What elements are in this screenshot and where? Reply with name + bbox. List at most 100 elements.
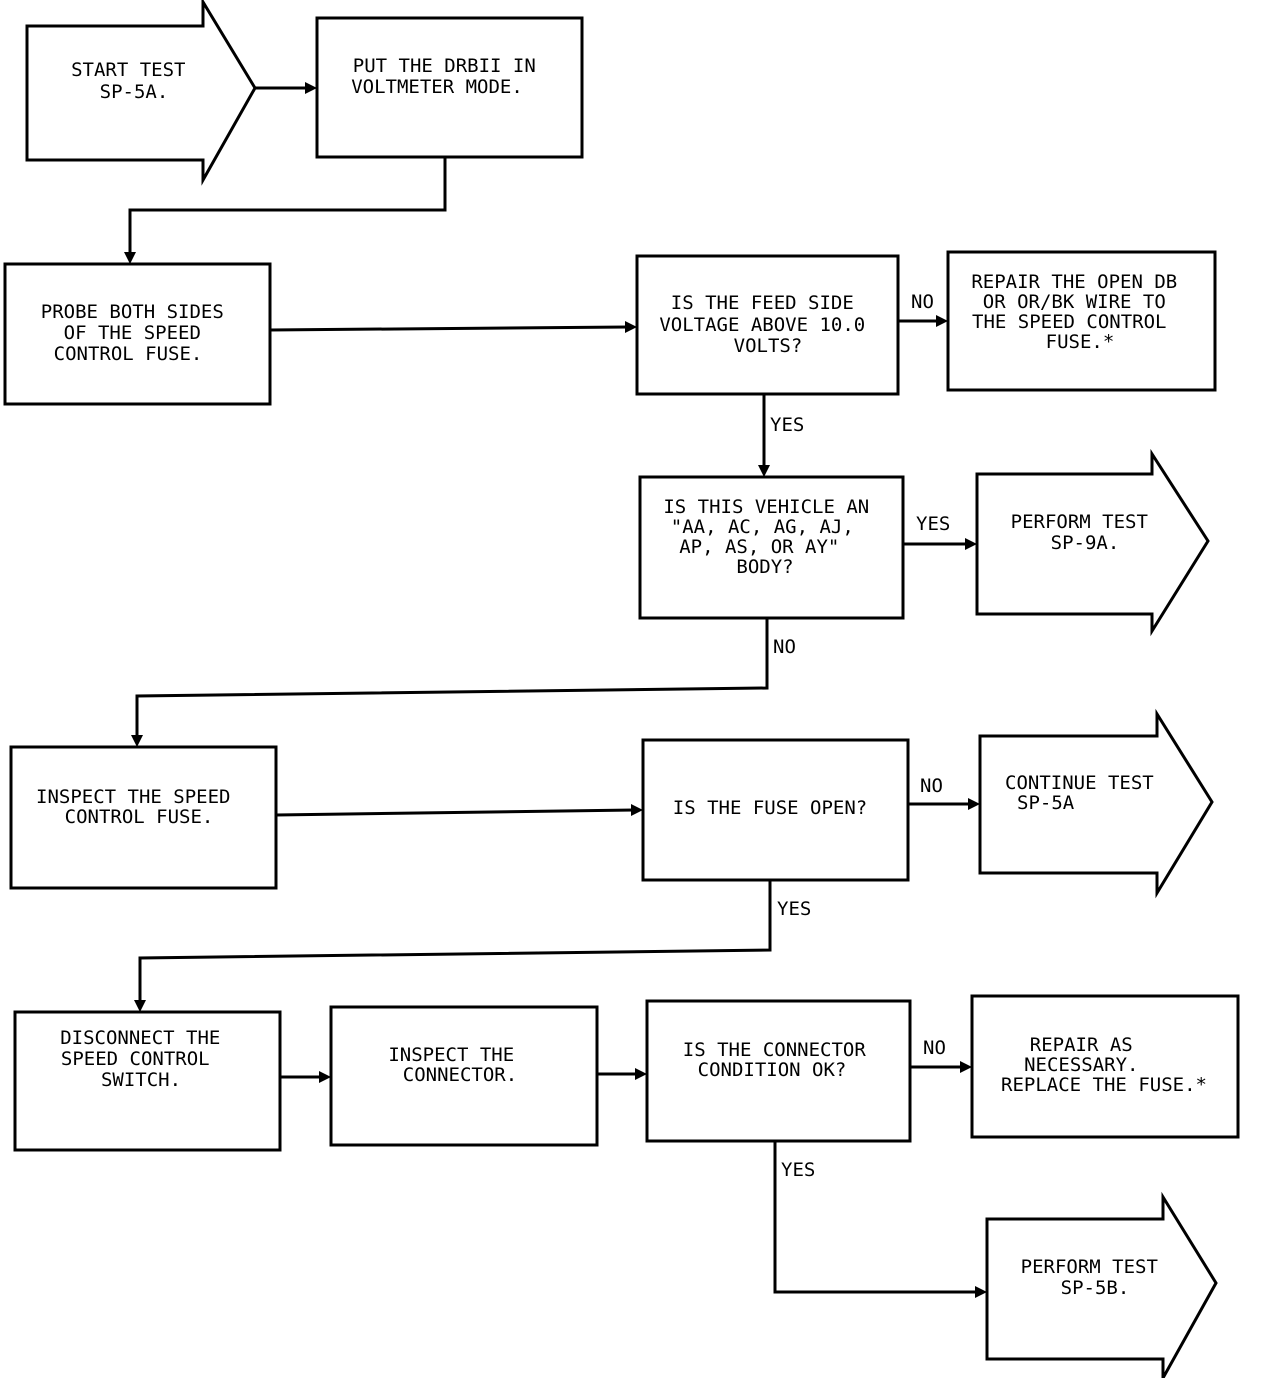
start-test-arrow (25, 0, 257, 186)
arrowhead (936, 315, 948, 327)
arrowhead (131, 735, 143, 747)
perform-sp5b-arrow (985, 1191, 1218, 1378)
put-drbii-box (315, 16, 584, 159)
label-body-yes: YES (916, 513, 950, 535)
feed-voltage-line-1: IS THE FEED SIDE (671, 292, 854, 314)
perform-sp9a-arrow (975, 448, 1210, 637)
continue-sp5a-line-2: SP-5A (1017, 792, 1075, 814)
probe-fuse-line-1: PROBE BOTH SIDES (41, 301, 224, 323)
inspect-connector-line-1: INSPECT THE (388, 1044, 514, 1066)
arrowhead (319, 1071, 331, 1083)
label-conn-no: NO (923, 1037, 946, 1059)
edge-conn-yes (773, 1141, 978, 1294)
repair-wire-text: REPAIR THE OPEN DB OR OR/BK WIRE TO THE … (971, 271, 1188, 353)
inspect-fuse-text: INSPECT THE SPEED CONTROL FUSE. (36, 786, 242, 828)
probe-fuse-box (3, 262, 272, 406)
feed-voltage-text: IS THE FEED SIDE VOLTAGE ABOVE 10.0 VOLT… (659, 292, 876, 357)
perform-sp9a-text: PERFORM TEST SP-9A. (1011, 511, 1160, 554)
probe-fuse-line-2: OF THE SPEED (64, 322, 201, 344)
perform-sp9a-line-2: SP-9A. (1051, 532, 1120, 554)
perform-sp5b-line-1: PERFORM TEST (1021, 1256, 1158, 1278)
shapes (3, 0, 1240, 1378)
repair-wire-box (946, 250, 1217, 392)
arrowhead (968, 798, 980, 810)
connector-ok-text: IS THE CONNECTOR CONDITION OK? (683, 1039, 877, 1081)
node-text: START TEST SP-5A. PUT THE DRBII IN VOLTM… (36, 55, 1207, 1299)
arrowhead (631, 804, 643, 816)
edge-labels: NO YES YES NO NO YES NO YES (770, 291, 950, 1181)
fuse-open-decision (641, 738, 910, 882)
label-conn-yes: YES (781, 1159, 815, 1181)
repair-replace-box (970, 994, 1240, 1139)
label-fuse-no: NO (920, 775, 943, 797)
arrowhead (975, 1286, 987, 1298)
put-drbii-line-2: VOLTMETER MODE. (351, 76, 523, 98)
connector-ok-line-1: IS THE CONNECTOR (683, 1039, 867, 1061)
edge-body-no (135, 618, 769, 738)
arrowhead (758, 465, 770, 477)
arrowhead (625, 321, 637, 333)
feed-voltage-decision (635, 254, 900, 396)
probe-fuse-line-3: CONTROL FUSE. (54, 343, 203, 365)
continue-sp5a-text: CONTINUE TEST SP-5A (1005, 772, 1165, 814)
arrowhead (134, 1000, 146, 1012)
arrowhead (305, 82, 317, 94)
start-test-text: START TEST SP-5A. (71, 59, 197, 103)
repair-replace-line-1: REPAIR AS (1030, 1034, 1133, 1056)
vehicle-body-text: IS THIS VEHICLE AN "AA, AC, AG, AJ, AP, … (663, 496, 880, 578)
vehicle-body-line-1: IS THIS VEHICLE AN (663, 496, 869, 518)
perform-sp9a-line-1: PERFORM TEST (1011, 511, 1148, 533)
feed-voltage-line-2: VOLTAGE ABOVE 10.0 (659, 314, 865, 336)
inspect-connector-line-2: CONNECTOR. (403, 1064, 517, 1086)
repair-wire-line-1: REPAIR THE OPEN DB (971, 271, 1177, 293)
arrowhead (960, 1061, 972, 1073)
perform-sp5b-text: PERFORM TEST SP-5B. (1021, 1256, 1170, 1299)
edge-fuse-yes (138, 880, 772, 1003)
repair-replace-line-3: REPLACE THE FUSE.* (1001, 1074, 1207, 1096)
vehicle-body-line-4: BODY? (736, 556, 793, 578)
inspect-connector-text: INSPECT THE CONNECTOR. (388, 1044, 525, 1086)
label-body-no: NO (773, 636, 796, 658)
repair-wire-line-3: THE SPEED CONTROL (972, 311, 1166, 333)
put-drbii-text: PUT THE DRBII IN VOLTMETER MODE. (351, 55, 547, 98)
connector-ok-decision (645, 999, 912, 1143)
start-test-line-1: START TEST (71, 59, 185, 81)
disconnect-switch-line-1: DISCONNECT THE (60, 1027, 220, 1049)
connector-ok-line-2: CONDITION OK? (698, 1059, 847, 1081)
inspect-fuse-line-2: CONTROL FUSE. (65, 806, 214, 828)
inspect-connector-box (329, 1005, 599, 1147)
arrowhead (635, 1068, 647, 1080)
fuse-open-line-1: IS THE FUSE OPEN? (673, 797, 867, 819)
vehicle-body-line-3: AP, AS, OR AY" (679, 536, 839, 558)
connectors (124, 82, 987, 1298)
edge-inspect-to-fuseq (275, 808, 635, 817)
label-feed-no: NO (911, 291, 934, 313)
inspect-fuse-box (9, 745, 278, 890)
repair-replace-text: REPAIR AS NECESSARY. REPLACE THE FUSE.* (1001, 1034, 1207, 1096)
probe-fuse-text: PROBE BOTH SIDES OF THE SPEED CONTROL FU… (41, 301, 235, 365)
vehicle-body-decision (638, 475, 905, 620)
repair-replace-line-2: NECESSARY. (1024, 1054, 1138, 1076)
arrowhead (124, 252, 136, 264)
perform-sp5b-line-2: SP-5B. (1061, 1277, 1130, 1299)
start-test-line-2: SP-5A. (100, 81, 169, 103)
put-drbii-line-1: PUT THE DRBII IN (353, 55, 536, 77)
label-fuse-yes: YES (777, 898, 811, 920)
disconnect-switch-line-2: SPEED CONTROL (61, 1048, 210, 1070)
repair-wire-line-4: FUSE.* (1046, 331, 1115, 353)
disconnect-switch-box (13, 1010, 282, 1152)
edge-probe-to-feed (269, 325, 629, 332)
edge-put-to-probe (128, 158, 447, 255)
label-feed-yes: YES (770, 414, 804, 436)
feed-voltage-line-3: VOLTS? (734, 335, 803, 357)
fuse-open-text: IS THE FUSE OPEN? (673, 797, 867, 819)
repair-wire-line-2: OR OR/BK WIRE TO (983, 291, 1166, 313)
inspect-fuse-line-1: INSPECT THE SPEED (36, 786, 230, 808)
continue-sp5a-line-1: CONTINUE TEST (1005, 772, 1154, 794)
disconnect-switch-line-3: SWITCH. (101, 1069, 181, 1091)
disconnect-switch-text: DISCONNECT THE SPEED CONTROL SWITCH. (60, 1027, 232, 1091)
continue-sp5a-arrow (978, 708, 1214, 899)
arrowhead (965, 538, 977, 550)
vehicle-body-line-2: "AA, AC, AG, AJ, (671, 516, 854, 538)
